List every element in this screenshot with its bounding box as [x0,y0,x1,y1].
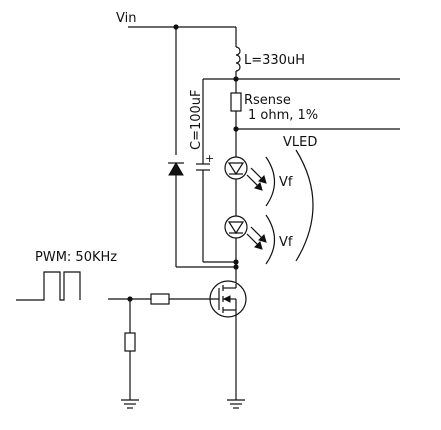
gate-drive [108,293,219,400]
led-top [224,156,267,216]
capacitor-polarity: + [205,152,214,165]
vin-label: Vin [116,11,136,26]
ground-symbol-right [227,399,245,409]
rsense-value: 1 ohm, 1% [248,108,318,123]
vf-top-label: Vf [279,175,293,190]
inductor-label: L=330uH [244,53,305,68]
pwm-waveform [16,271,81,301]
voltage-braces [265,149,314,265]
rsense-resistor [230,79,242,157]
flyback-diode [168,162,184,176]
vf-bottom-label: Vf [279,235,293,250]
ground-symbol-left [121,399,139,409]
rsense-name: Rsense [244,93,291,108]
vin-rail [128,24,239,270]
pwm-label: PWM: 50KHz [35,250,117,265]
output-capacitor [196,78,239,265]
led-bottom [224,215,267,284]
inductor [233,27,241,82]
vled-label: VLED [283,135,317,150]
capacitor-label: C=100uF [189,90,204,151]
